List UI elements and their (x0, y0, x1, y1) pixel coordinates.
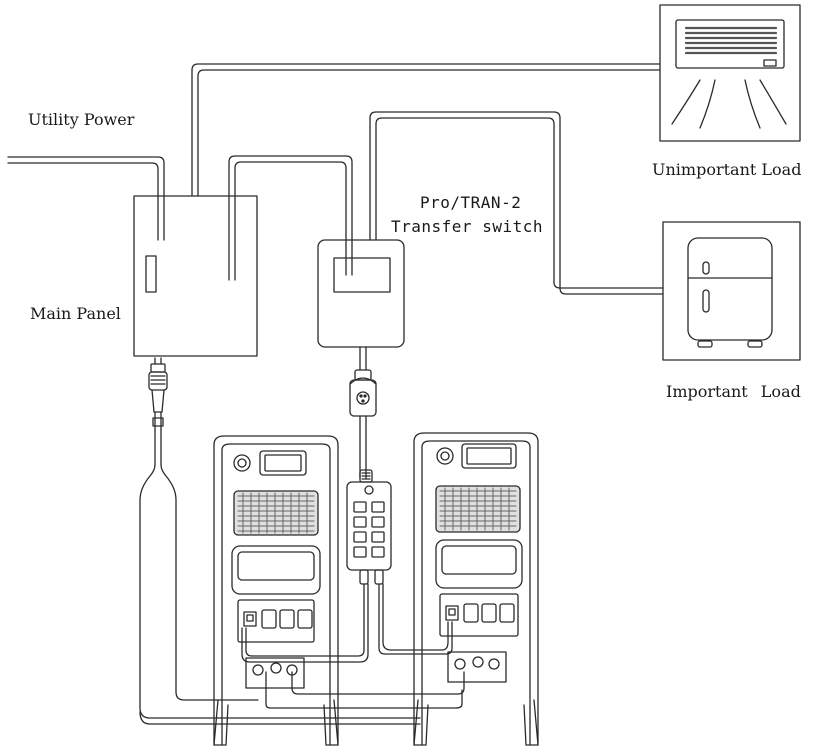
transfer-switch-to-important-load-wire (369, 111, 664, 295)
hub-to-right-station-cable (378, 583, 453, 655)
main-panel-label: Main Panel (30, 304, 121, 323)
transfer-switch-model-label: Pro/TRAN-2 (420, 193, 522, 212)
panel-to-unimportant-load-wire (191, 63, 661, 197)
main-panel-cable (139, 429, 421, 725)
utility-power-label: Utility Power (28, 110, 135, 129)
main-panel (133, 195, 258, 357)
main-panel-breaker (145, 255, 157, 293)
hub-outlets (353, 501, 385, 558)
plug-icon (148, 357, 168, 431)
transfer-switch-name-label: Transfer switch (391, 217, 543, 236)
transfer-switch-inlet (349, 369, 377, 479)
station-link-cable (265, 671, 465, 709)
refrigerator-icon (662, 221, 801, 361)
power-station-right (413, 432, 539, 746)
air-conditioner-icon (659, 4, 801, 142)
utility-power-wire (7, 156, 165, 241)
hub-icon (346, 469, 392, 585)
important-load-label: Important Load (666, 382, 801, 401)
unimportant-load-label: Unimportant Load (652, 160, 802, 179)
hub-to-left-station-cable (241, 583, 369, 663)
panel-to-transfer-switch-wire (228, 155, 353, 281)
transfer-switch (317, 239, 405, 371)
power-station-left (213, 435, 339, 746)
